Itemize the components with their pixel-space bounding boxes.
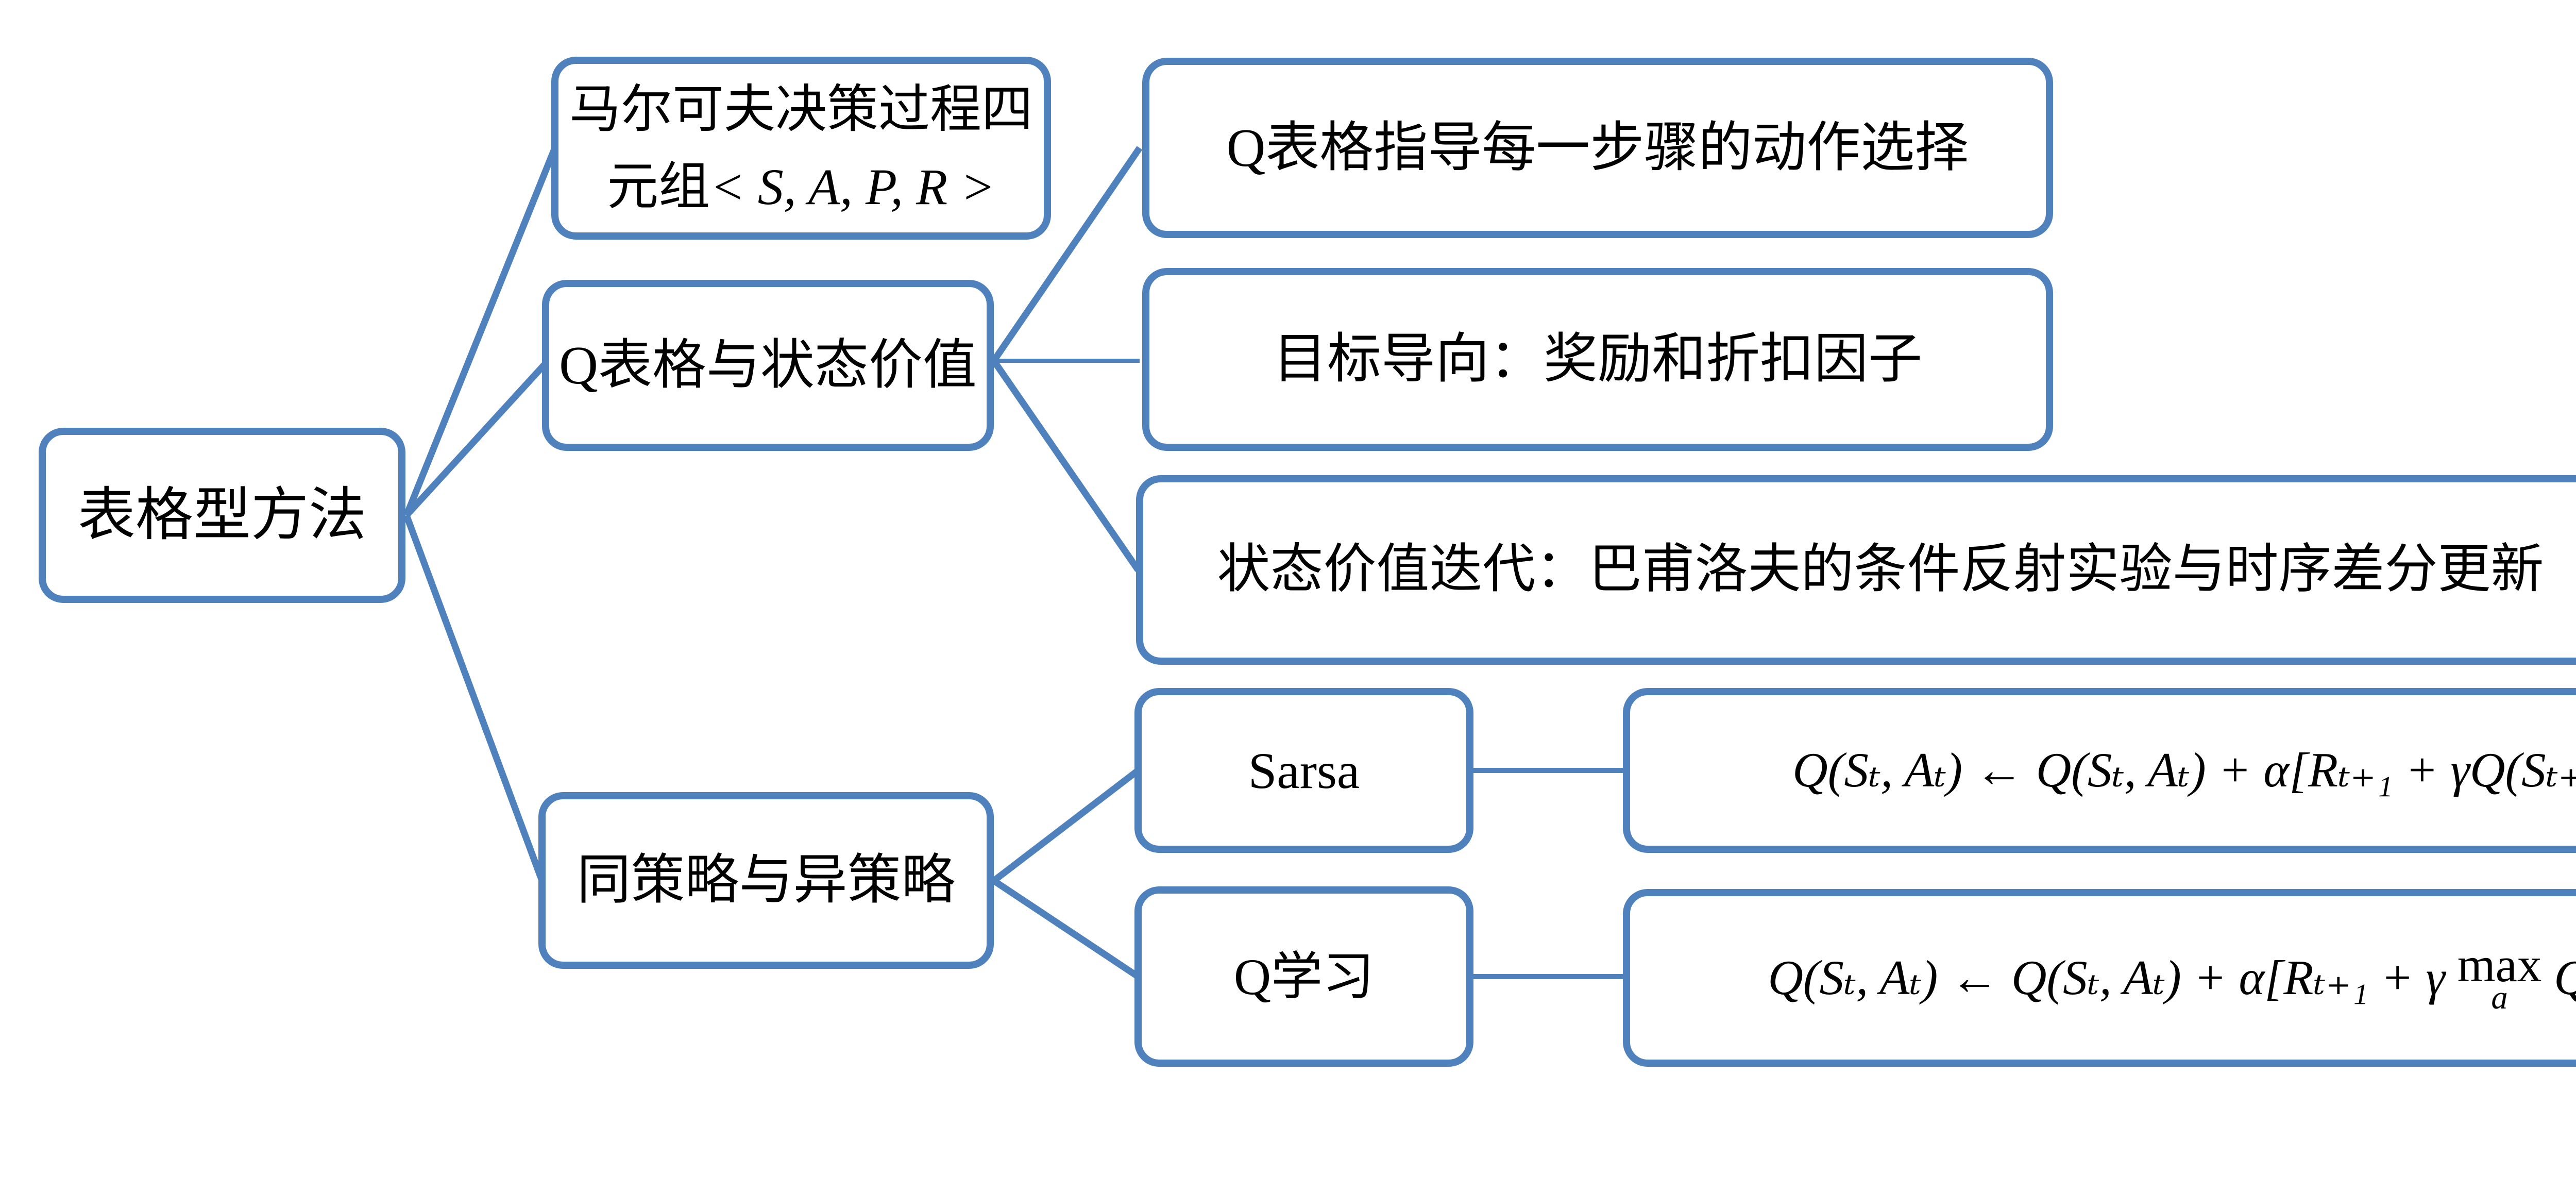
node-mdp-line2-math: < S, A, P, R > xyxy=(710,158,995,215)
connector-root-policy xyxy=(403,514,546,882)
connector-policy-sarsa xyxy=(992,767,1140,884)
node-policy-label: 同策略与异策略 xyxy=(577,850,956,911)
node-root-label: 表格型方法 xyxy=(78,483,366,547)
node-qguide: Q表格指导每一步骤的动作选择 xyxy=(1142,58,2053,238)
node-mdp-label: 马尔可夫决策过程四 元组< S, A, P, R > xyxy=(569,71,1033,226)
node-sarsa-label: Sarsa xyxy=(1248,742,1360,799)
connector-qtable-qguide xyxy=(991,146,1143,363)
node-mdp-line2-prefix: 元组 xyxy=(607,158,710,215)
qlearning-formula-pre: Q(Sₜ, Aₜ) ← Q(Sₜ, Aₜ) + α[Rₜ₊₁ + γ xyxy=(1768,950,2458,1005)
connector-root-qtable xyxy=(404,361,548,518)
node-qtable: Q表格与状态价值 xyxy=(542,280,994,451)
node-mdp: 马尔可夫决策过程四 元组< S, A, P, R > xyxy=(551,57,1051,240)
node-valueiter: 状态价值迭代：巴甫洛夫的条件反射实验与时序差分更新 xyxy=(1136,475,2576,665)
node-qtable-label: Q表格与状态价值 xyxy=(559,334,977,395)
node-policy: 同策略与异策略 xyxy=(538,792,994,969)
qlearning-formula-max-word: max xyxy=(2457,937,2542,992)
node-qlearning-label: Q学习 xyxy=(1233,948,1375,1005)
node-sarsa: Sarsa xyxy=(1134,688,1473,853)
node-qguide-label: Q表格指导每一步骤的动作选择 xyxy=(1226,117,1969,178)
qlearning-formula-max-sub: a xyxy=(2491,978,2508,1016)
node-qlearning: Q学习 xyxy=(1134,886,1473,1067)
connector-root-mdp xyxy=(403,146,558,517)
node-sarsa-formula: Q(Sₜ, Aₜ) ← Q(Sₜ, Aₜ) + α[Rₜ₊₁ + γQ(Sₜ₊₁… xyxy=(1623,688,2576,853)
node-goal: 目标导向：奖励和折扣因子 xyxy=(1142,268,2053,451)
sarsa-formula-text: Q(Sₜ, Aₜ) ← Q(Sₜ, Aₜ) + α[Rₜ₊₁ + γQ(Sₜ₊₁… xyxy=(1792,743,2576,798)
node-goal-label: 目标导向：奖励和折扣因子 xyxy=(1273,329,1922,390)
node-valueiter-label: 状态价值迭代：巴甫洛夫的条件反射实验与时序差分更新 xyxy=(1217,540,2544,599)
node-mdp-line1: 马尔可夫决策过程四 xyxy=(569,80,1033,138)
node-root: 表格型方法 xyxy=(39,428,405,603)
qlearning-formula-post: Q(Sₜ₊₁, a) − Q(Sₜ, Aₜ)] xyxy=(2541,943,2576,1014)
connector-qtable-valueiter xyxy=(991,359,1141,572)
connector-policy-qlearning xyxy=(992,878,1140,980)
